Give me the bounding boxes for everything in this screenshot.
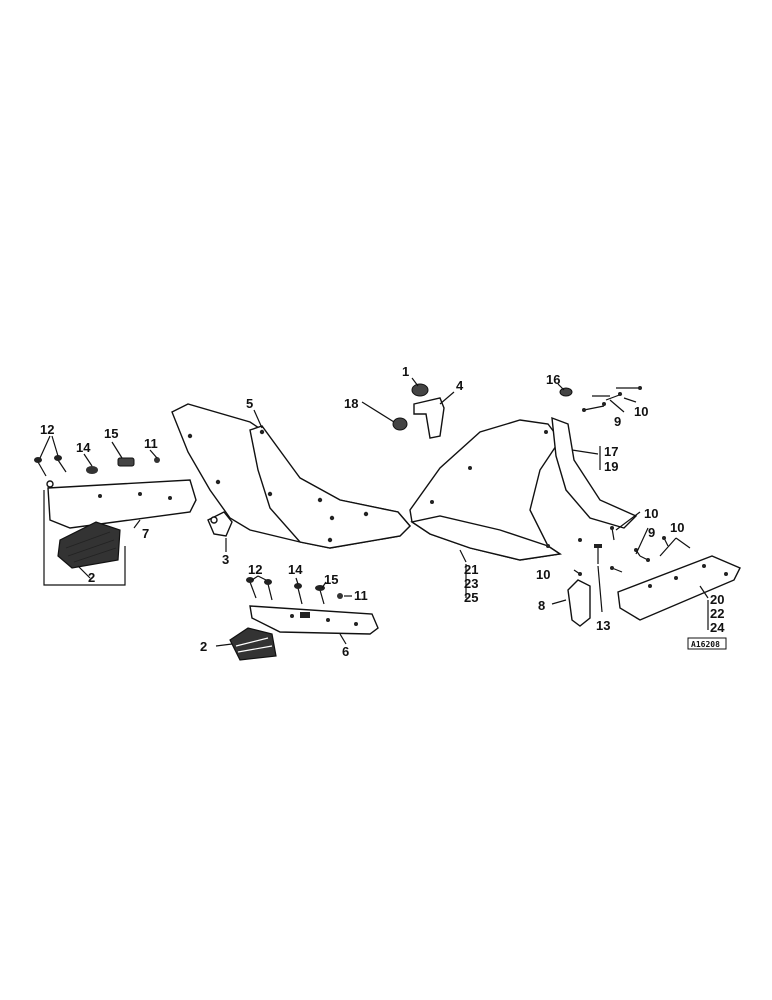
- label-15-bottom: 15: [324, 572, 338, 587]
- label-16: 16: [546, 372, 560, 387]
- frog-part-2-left: [57, 521, 121, 569]
- label-17: 17: [604, 444, 618, 459]
- reference-code-box: A16208: [687, 637, 727, 650]
- label-20: 20: [710, 592, 724, 607]
- label-10-upper: 10: [634, 404, 648, 419]
- label-15-left: 15: [104, 426, 118, 441]
- label-8: 8: [538, 598, 545, 613]
- share-part-20-22-24: [617, 555, 741, 630]
- hardware-upper-right: [557, 383, 642, 413]
- label-4: 4: [456, 378, 464, 393]
- nut-11-left: [154, 457, 160, 463]
- bolt-15-bottom: [315, 585, 325, 605]
- label-6: 6: [342, 644, 349, 659]
- frog-part-2-bottom: [229, 627, 277, 661]
- label-5: 5: [246, 396, 253, 411]
- label-14-left: 14: [76, 440, 91, 455]
- label-13: 13: [596, 618, 610, 633]
- nut-part-1: [411, 383, 429, 397]
- bracket-group-top: [361, 377, 455, 439]
- label-19: 19: [604, 459, 618, 474]
- label-2-left: 2: [88, 570, 95, 585]
- label-10-right: 10: [670, 520, 684, 535]
- nut-11-bottom: [337, 593, 343, 599]
- landside-assembly-left: [34, 435, 197, 586]
- label-18: 18: [344, 396, 358, 411]
- landside-assembly-bottom: [215, 575, 379, 661]
- label-11-bottom: 11: [354, 588, 368, 603]
- bolt-part-18: [392, 417, 408, 431]
- label-21: 21: [464, 562, 478, 577]
- label-3: 3: [222, 552, 229, 567]
- bolt-12-bottom: [246, 577, 273, 601]
- clip-part-8: [567, 579, 591, 627]
- brace-part-3: [207, 511, 233, 552]
- label-25: 25: [464, 590, 478, 605]
- label-14-bottom: 14: [288, 562, 303, 577]
- landside-plate-6: [249, 605, 379, 635]
- bolt-12-left: [34, 455, 67, 488]
- shin-part-17-19: [551, 416, 638, 529]
- label-11-left: 11: [144, 436, 158, 451]
- bracket-part-4: [413, 397, 445, 439]
- label-1: 1: [402, 364, 409, 379]
- label-2-bottom: 2: [200, 639, 207, 654]
- bolt-14-left: [86, 466, 98, 474]
- bolt-15-left: [117, 457, 135, 467]
- moldboard-right-21-23-25: [409, 419, 582, 598]
- hardware-lower-right: [551, 511, 691, 627]
- label-7: 7: [142, 526, 149, 541]
- label-12-left: 12: [40, 422, 54, 437]
- label-24: 24: [710, 620, 725, 635]
- label-23: 23: [464, 576, 478, 591]
- landside-plate-7: [47, 479, 197, 529]
- label-10-mid: 10: [644, 506, 658, 521]
- bolt-14-bottom: [294, 583, 303, 605]
- label-12-bottom: 12: [248, 562, 262, 577]
- label-22: 22: [710, 606, 724, 621]
- reference-code: A16208: [691, 640, 720, 649]
- moldboard-part-5: [171, 403, 411, 549]
- label-9-upper: 9: [614, 414, 621, 429]
- label-9-lower: 9: [648, 525, 655, 540]
- label-10-lower: 10: [536, 567, 550, 582]
